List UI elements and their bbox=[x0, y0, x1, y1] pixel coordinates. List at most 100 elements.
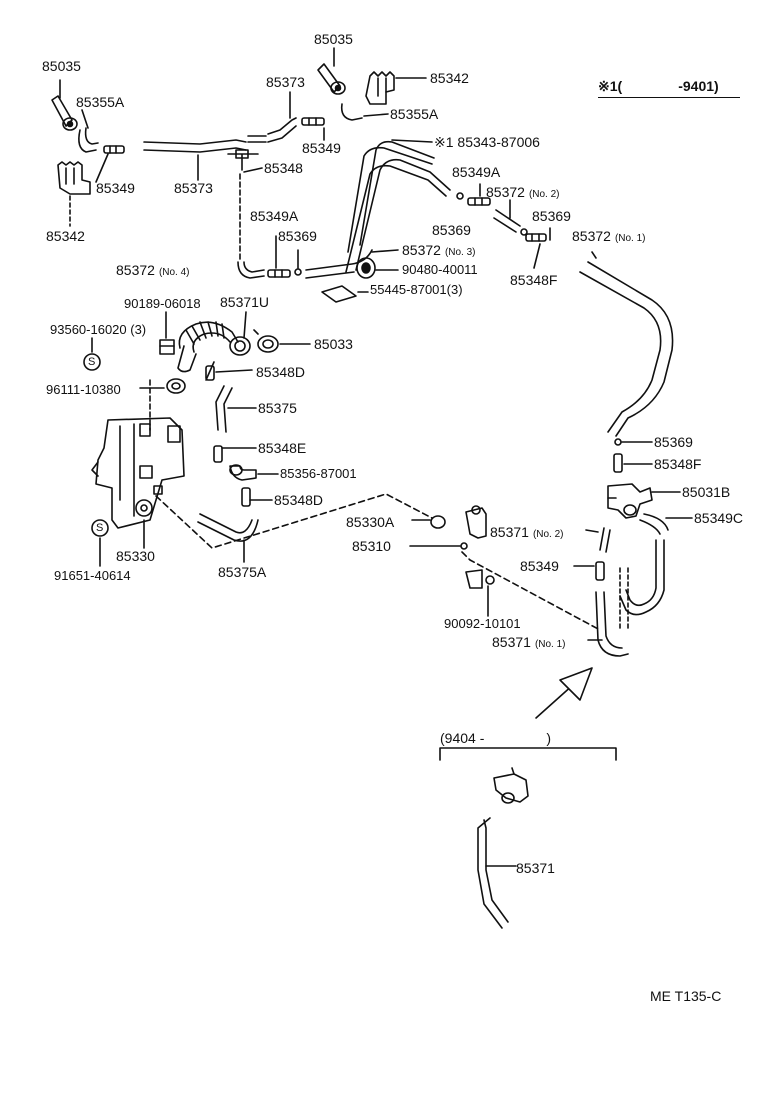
valve-85035-left bbox=[51, 95, 78, 131]
label-85035-left: 85035 bbox=[42, 58, 81, 74]
label-85348E: 85348E bbox=[258, 440, 307, 456]
label-85349-top: 85349 bbox=[302, 140, 341, 156]
hose-85372-no2 bbox=[493, 209, 521, 233]
inset-bracket bbox=[439, 747, 617, 761]
label-85372-no2-sub: (No. 2) bbox=[528, 189, 560, 200]
label-85355A-right: 85355A bbox=[390, 106, 439, 122]
hose-85372-no1 bbox=[587, 261, 674, 437]
screw-93560 bbox=[83, 353, 101, 371]
label-85372-no4-part: 85372 bbox=[116, 262, 155, 278]
label-90092: 90092-10101 bbox=[444, 616, 521, 631]
label-85372-no2-part: 85372 bbox=[486, 184, 525, 200]
label-85348F-low: 85348F bbox=[654, 456, 702, 472]
label-85372-no3-part: 85372 bbox=[402, 242, 441, 258]
tee-85348 bbox=[227, 149, 259, 171]
hose-85349C bbox=[639, 513, 669, 535]
label-85348: 85348 bbox=[264, 160, 303, 176]
hose-85373-top bbox=[267, 117, 297, 135]
screw-91651 bbox=[91, 519, 109, 537]
hose-85355A-left bbox=[78, 129, 97, 153]
label-85372-no1-sub: (No. 1) bbox=[614, 233, 646, 244]
label-85031B: 85031B bbox=[682, 484, 731, 500]
label-85372-no4: 85372(No. 4) bbox=[116, 262, 190, 281]
connector-85349-low bbox=[595, 561, 605, 581]
range-note-open: ( bbox=[617, 78, 623, 94]
bracket-90092 bbox=[465, 569, 495, 589]
pump-85310 bbox=[460, 505, 487, 550]
label-85372-no3: 85372(No. 3) bbox=[402, 242, 476, 261]
range-note-underline bbox=[598, 97, 740, 98]
pad-55445 bbox=[321, 285, 357, 303]
label-85369-mid: 85369 bbox=[432, 222, 471, 238]
label-85369-low: 85369 bbox=[654, 434, 693, 450]
tank-85330 bbox=[91, 417, 185, 529]
label-85372-no3-sub: (No. 3) bbox=[444, 247, 476, 258]
label-85033: 85033 bbox=[314, 336, 353, 352]
label-85348D-bottom: 85348D bbox=[274, 492, 324, 508]
label-85371U: 85371U bbox=[220, 294, 270, 310]
label-85372-no1: 85372(No. 1) bbox=[572, 228, 646, 247]
label-85375A: 85375A bbox=[218, 564, 267, 580]
inset-label: (9404 -) bbox=[440, 730, 551, 746]
hose-85372-no3 bbox=[305, 249, 373, 271]
label-85035-top: 85035 bbox=[314, 31, 353, 47]
clip-90189 bbox=[159, 339, 175, 355]
connector-85348D-top bbox=[205, 361, 215, 381]
connector-85348F-top bbox=[525, 233, 547, 242]
clamp-85369-low bbox=[614, 438, 622, 446]
label-85355A-left: 85355A bbox=[76, 94, 125, 110]
label-85371-no2: 85371(No. 2) bbox=[490, 524, 564, 543]
label-85349-low: 85349 bbox=[520, 558, 559, 574]
label-85373-top: 85373 bbox=[266, 74, 305, 90]
bracket-85342-left bbox=[57, 161, 91, 195]
hose-85355A-left-inner bbox=[84, 127, 99, 145]
label-91651: 91651-40614 bbox=[54, 568, 131, 583]
label-85330A: 85330A bbox=[346, 514, 395, 530]
bracket-85342-top bbox=[365, 71, 395, 105]
label-85371-no2-part: 85371 bbox=[490, 524, 529, 540]
label-96111: 96111-10380 bbox=[46, 382, 121, 397]
connector-85349-left bbox=[103, 145, 125, 154]
connector-85348D-bottom bbox=[241, 487, 251, 507]
connector-85349A-right bbox=[467, 197, 491, 206]
label-85372-no2: 85372(No. 2) bbox=[486, 184, 560, 203]
leader-85355A-left bbox=[81, 109, 89, 129]
range-note-value: -9401) bbox=[678, 78, 719, 94]
range-note: ※1(-9401) bbox=[598, 78, 719, 95]
hose-85373-long bbox=[143, 139, 247, 145]
label-85372-no4-sub: (No. 4) bbox=[158, 267, 190, 278]
label-85343: ※1 85343-87006 bbox=[434, 134, 540, 150]
label-85349-left: 85349 bbox=[96, 180, 135, 196]
inset-valve bbox=[493, 767, 529, 804]
label-85349A-left: 85349A bbox=[250, 208, 299, 224]
arrow-head bbox=[559, 667, 593, 701]
screw-s-mark-93560: S bbox=[88, 356, 96, 368]
label-85330: 85330 bbox=[116, 548, 155, 564]
label-90480: 90480-40011 bbox=[402, 262, 478, 277]
label-85348D-top: 85348D bbox=[256, 364, 306, 380]
arrow-shaft bbox=[535, 683, 575, 719]
label-55445: 55445-87001(3) bbox=[370, 282, 463, 297]
label-85371-inset: 85371 bbox=[516, 860, 555, 876]
inset-open: (9404 - bbox=[440, 730, 485, 746]
label-85348F-top: 85348F bbox=[510, 272, 558, 288]
hose-85375 bbox=[215, 385, 233, 433]
hose-return-loop bbox=[619, 539, 665, 616]
footer-code: ME T135-C bbox=[650, 988, 722, 1004]
label-85369-left: 85369 bbox=[278, 228, 317, 244]
label-85349A-right: 85349A bbox=[452, 164, 501, 180]
label-85310: 85310 bbox=[352, 538, 391, 554]
clip-85033 bbox=[253, 329, 279, 353]
grommet-85330A bbox=[430, 515, 446, 529]
connector-85349-top bbox=[301, 117, 325, 126]
valve-85031B bbox=[607, 483, 653, 519]
hose-85343-inner bbox=[355, 158, 451, 271]
hose-85371-no2 bbox=[599, 527, 611, 553]
label-85371-no1-sub: (No. 1) bbox=[534, 639, 566, 650]
connector-85348F-low bbox=[613, 453, 623, 473]
ring-96111 bbox=[166, 378, 186, 394]
label-85349C: 85349C bbox=[694, 510, 744, 526]
label-93560: 93560-16020 (3) bbox=[50, 322, 147, 337]
elbow-85356 bbox=[229, 464, 257, 481]
